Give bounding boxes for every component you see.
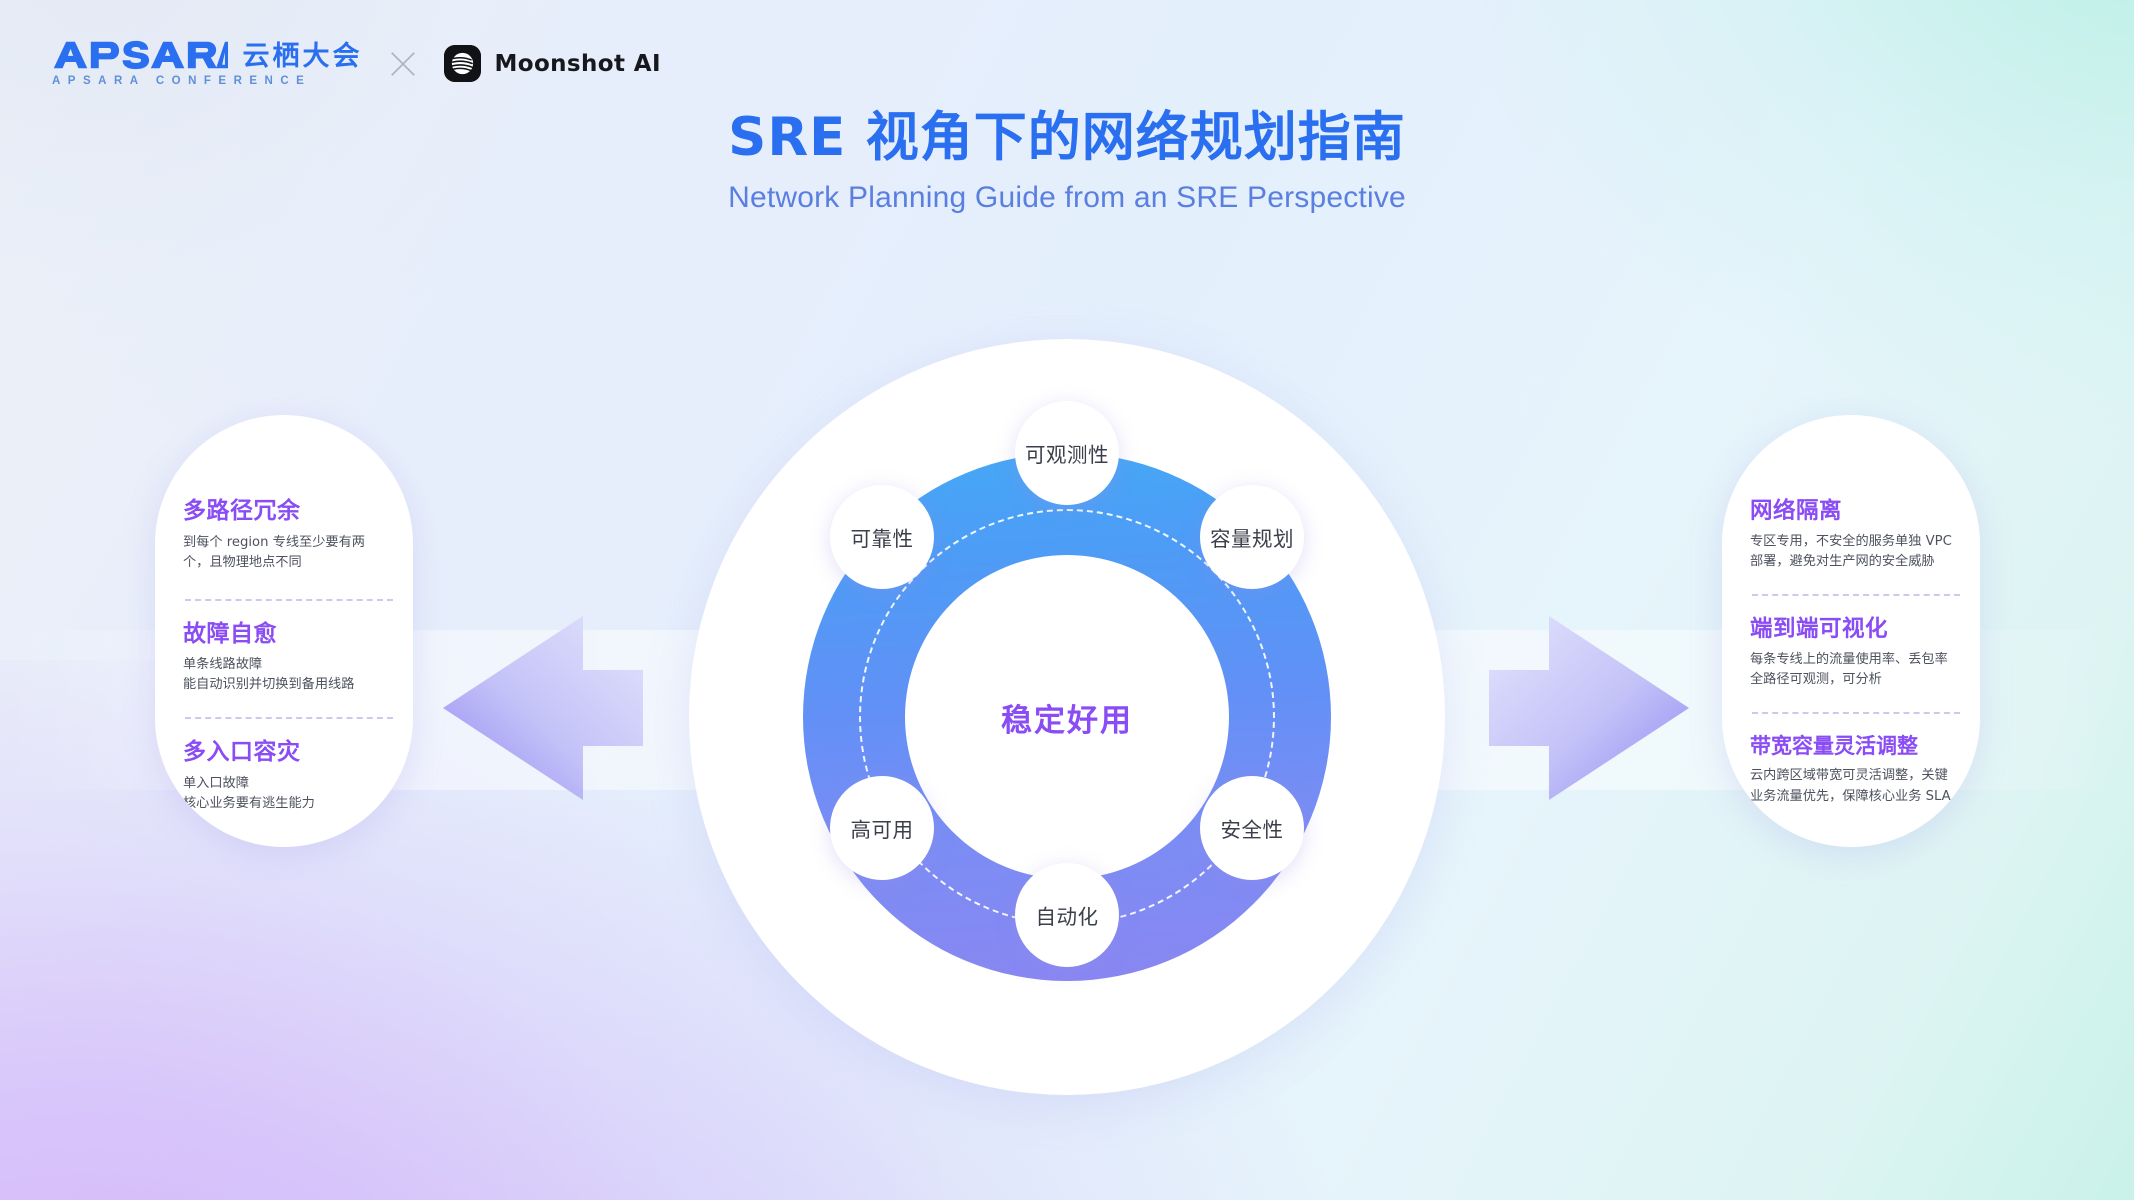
block-body: 单条线路故障 能自动识别并切换到备用线路: [183, 657, 355, 693]
left-card-block-1: 多路径冗余 到每个 region 专线至少要有两个，且物理地点不同: [183, 498, 393, 601]
diagram-bubble-automation[interactable]: 自动化: [1015, 863, 1119, 967]
diagram-core: 稳定好用: [905, 555, 1229, 879]
right-card-block-3: 带宽容量灵活调整 云内跨区域带宽可灵活调整，关键业务流量优先，保障核心业务 SL…: [1750, 734, 1952, 806]
page-subtitle: Network Planning Guide from an SRE Persp…: [728, 180, 1406, 214]
block-body: 每条专线上的流量使用率、丢包率全路径可观测，可分析: [1750, 652, 1948, 688]
apsara-logo: 云栖大会 APSARA CONFERENCE: [52, 40, 362, 87]
center-diagram: 稳定好用 可观测性 容量规划 安全性 自动化 高可用 可靠性: [689, 339, 1445, 1095]
block-divider: [185, 598, 393, 601]
left-card-block-3: 多入口容灾 单入口故障 核心业务要有逃生能力: [183, 739, 385, 814]
diagram-bubble-high-availability[interactable]: 高可用: [830, 776, 934, 880]
block-divider: [185, 717, 393, 720]
block-divider: [1752, 712, 1960, 715]
block-title: 故障自愈: [183, 620, 277, 647]
left-feature-card: 多路径冗余 到每个 region 专线至少要有两个，且物理地点不同 故障自愈 单…: [155, 415, 413, 847]
diagram-core-label: 稳定好用: [1001, 702, 1133, 739]
arrow-left-icon: [443, 616, 643, 800]
close-x-icon: [391, 51, 416, 76]
bubble-label: 安全性: [1220, 818, 1284, 842]
right-card-block-2: 端到端可视化 每条专线上的流量使用率、丢包率全路径可观测，可分析: [1750, 616, 1960, 715]
block-divider: [1752, 594, 1960, 597]
bubble-label: 可靠性: [850, 527, 914, 551]
block-title: 网络隔离: [1750, 498, 1843, 524]
block-title: 带宽容量灵活调整: [1750, 734, 1918, 759]
bubble-label: 高可用: [850, 818, 914, 842]
title-block: SRE 视角下的网络规划指南 Network Planning Guide fr…: [0, 107, 2134, 215]
moonshot-name: Moonshot AI: [494, 50, 661, 77]
apsara-subtitle: APSARA CONFERENCE: [52, 75, 312, 87]
apsara-chinese-name: 云栖大会: [242, 41, 363, 72]
diagram-bubble-reliability[interactable]: 可靠性: [830, 485, 934, 589]
diagram-bubble-observability[interactable]: 可观测性: [1015, 401, 1119, 505]
block-body: 到每个 region 专线至少要有两个，且物理地点不同: [183, 534, 365, 570]
bubble-label: 容量规划: [1210, 527, 1294, 551]
diagram-bubble-security[interactable]: 安全性: [1200, 776, 1304, 880]
apsara-wordmark-icon: [53, 40, 229, 70]
page-title: SRE 视角下的网络规划指南: [728, 107, 1406, 168]
left-card-block-2: 故障自愈 单条线路故障 能自动识别并切换到备用线路: [183, 620, 393, 720]
right-card-block-1: 网络隔离 专区专用，不安全的服务单独 VPC部署，避免对生产网的安全威胁: [1750, 498, 1960, 597]
block-body: 单入口故障 核心业务要有逃生能力: [183, 776, 315, 812]
moonshot-logo: Moonshot AI: [444, 45, 661, 82]
arrow-right-icon: [1489, 616, 1689, 800]
block-title: 端到端可视化: [1750, 616, 1889, 643]
block-body: 专区专用，不安全的服务单独 VPC部署，避免对生产网的安全威胁: [1750, 534, 1952, 570]
background-glow-top-left: [0, 0, 650, 420]
background-glow-top-right: [1434, 0, 2134, 450]
block-title: 多入口容灾: [183, 739, 301, 766]
bubble-label: 可观测性: [1025, 443, 1109, 467]
moonshot-sphere-icon: [444, 45, 482, 82]
block-body: 云内跨区域带宽可灵活调整，关键业务流量优先，保障核心业务 SLA: [1750, 768, 1951, 804]
diagram-bubble-capacity-planning[interactable]: 容量规划: [1200, 485, 1304, 589]
brand-bar: 云栖大会 APSARA CONFERENCE Moonshot AI: [52, 40, 661, 87]
right-feature-card: 网络隔离 专区专用，不安全的服务单独 VPC部署，避免对生产网的安全威胁 端到端…: [1722, 415, 1980, 847]
bubble-label: 自动化: [1035, 905, 1099, 929]
block-title: 多路径冗余: [183, 498, 301, 524]
